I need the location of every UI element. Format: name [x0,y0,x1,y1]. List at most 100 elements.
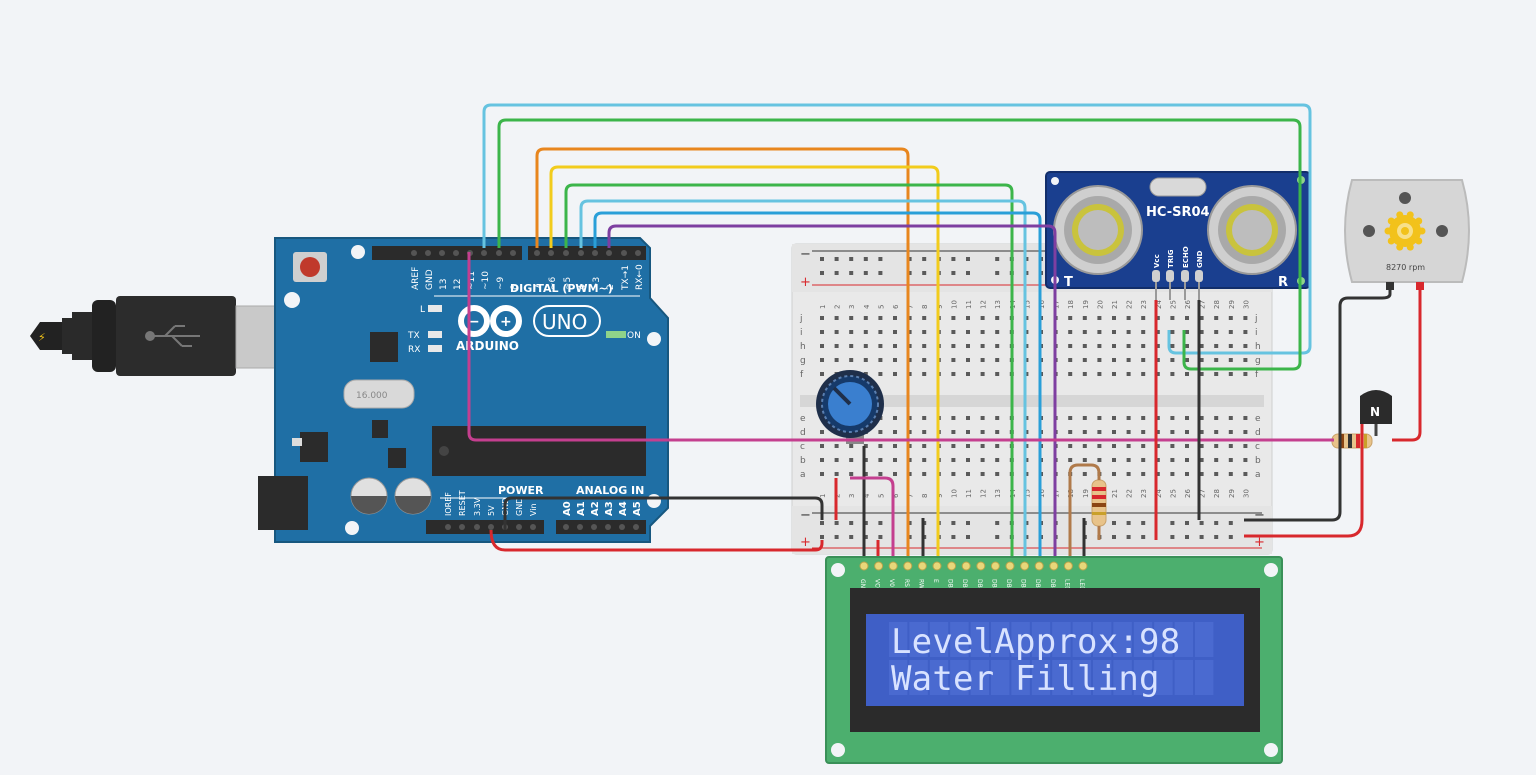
analog-pin-hole[interactable] [563,524,569,530]
breadboard-hole[interactable] [849,444,854,448]
breadboard-hole[interactable] [1243,458,1248,462]
rail-hole[interactable] [995,535,1000,539]
breadboard-hole[interactable] [1243,472,1248,476]
breadboard-hole[interactable] [1141,358,1146,362]
breadboard-hole[interactable] [980,416,985,420]
breadboard-hole[interactable] [834,330,839,334]
digital-pin-hole[interactable] [453,250,459,256]
breadboard-hole[interactable] [1185,472,1189,476]
breadboard-hole[interactable] [1068,330,1073,334]
breadboard-hole[interactable] [1141,344,1146,348]
breadboard[interactable]: − + − + − + 1122334455667788991010111112… [791,243,1273,555]
lcd-pin[interactable] [976,561,986,571]
lcd-pin[interactable] [874,561,884,571]
breadboard-hole[interactable] [1112,316,1116,320]
digital-pin-hole[interactable] [481,250,487,256]
breadboard-hole[interactable] [1155,358,1160,362]
breadboard-hole[interactable] [893,416,897,420]
breadboard-hole[interactable] [907,316,912,320]
breadboard-hole[interactable] [1214,444,1219,448]
breadboard-hole[interactable] [1068,358,1073,362]
breadboard-hole[interactable] [1243,344,1248,348]
rail-hole[interactable] [878,535,883,539]
breadboard-hole[interactable] [1126,372,1131,376]
rail-hole[interactable] [863,257,868,261]
breadboard-hole[interactable] [820,330,824,334]
lcd-pin[interactable] [990,561,1000,571]
breadboard-hole[interactable] [907,472,912,476]
breadboard-hole[interactable] [922,444,927,448]
power-pin-hole[interactable] [516,524,522,530]
breadboard-hole[interactable] [1185,458,1189,462]
analog-pin-hole[interactable] [619,524,625,530]
breadboard-hole[interactable] [1068,416,1073,420]
breadboard-hole[interactable] [980,430,985,434]
breadboard-hole[interactable] [863,358,868,362]
breadboard-hole[interactable] [820,430,824,434]
breadboard-hole[interactable] [951,358,956,362]
breadboard-hole[interactable] [980,444,985,448]
sensor-pin[interactable] [1181,270,1189,282]
breadboard-hole[interactable] [966,458,970,462]
rail-hole[interactable] [1141,535,1146,539]
breadboard-hole[interactable] [966,472,970,476]
breadboard-hole[interactable] [1199,458,1204,462]
breadboard-hole[interactable] [922,372,927,376]
rail-hole[interactable] [863,271,868,275]
rail-hole[interactable] [966,521,970,525]
breadboard-hole[interactable] [1185,330,1189,334]
potentiometer[interactable] [816,370,884,444]
rail-hole[interactable] [1141,521,1146,525]
digital-pin-hole[interactable] [606,250,612,256]
breadboard-hole[interactable] [849,344,854,348]
breadboard-hole[interactable] [1155,416,1160,420]
dc-motor[interactable]: 8270 rpm [1344,179,1470,290]
breadboard-hole[interactable] [849,358,854,362]
lcd-pin[interactable] [961,561,971,571]
rail-hole[interactable] [1112,521,1116,525]
breadboard-hole[interactable] [922,358,927,362]
breadboard-hole[interactable] [1214,372,1219,376]
breadboard-hole[interactable] [1228,416,1233,420]
breadboard-hole[interactable] [1214,458,1219,462]
analog-pin-hole[interactable] [591,524,597,530]
power-jack[interactable] [258,476,308,530]
lcd-pin[interactable] [1005,561,1015,571]
rail-hole[interactable] [966,257,970,261]
breadboard-hole[interactable] [951,472,956,476]
breadboard-hole[interactable] [849,330,854,334]
rail-hole[interactable] [1214,535,1219,539]
breadboard-hole[interactable] [1243,330,1248,334]
breadboard-hole[interactable] [849,472,854,476]
rail-hole[interactable] [995,271,1000,275]
rail-hole[interactable] [863,521,868,525]
breadboard-hole[interactable] [1097,344,1102,348]
breadboard-hole[interactable] [863,458,868,462]
breadboard-hole[interactable] [878,372,883,376]
breadboard-hole[interactable] [1112,416,1116,420]
breadboard-hole[interactable] [1170,472,1175,476]
breadboard-hole[interactable] [1126,330,1131,334]
breadboard-hole[interactable] [834,458,839,462]
rail-hole[interactable] [878,257,883,261]
breadboard-hole[interactable] [878,430,883,434]
breadboard-hole[interactable] [1155,458,1160,462]
rail-hole[interactable] [863,535,868,539]
breadboard-hole[interactable] [1126,358,1131,362]
breadboard-hole[interactable] [1068,444,1073,448]
rail-hole[interactable] [834,535,839,539]
breadboard-hole[interactable] [1170,372,1175,376]
rail-hole[interactable] [1170,521,1175,525]
breadboard-hole[interactable] [1141,416,1146,420]
breadboard-hole[interactable] [1126,316,1131,320]
breadboard-hole[interactable] [966,344,970,348]
breadboard-hole[interactable] [1141,330,1146,334]
lcd-pin[interactable] [859,561,869,571]
breadboard-hole[interactable] [922,416,927,420]
rail-hole[interactable] [820,257,824,261]
power-pin-hole[interactable] [474,524,480,530]
breadboard-hole[interactable] [834,472,839,476]
breadboard-hole[interactable] [1185,430,1189,434]
breadboard-hole[interactable] [1068,458,1073,462]
